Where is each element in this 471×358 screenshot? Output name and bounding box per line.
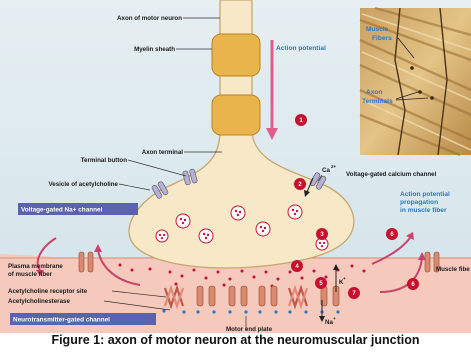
myelin-sheath-2 <box>212 95 260 135</box>
label-propagation-3: in muscle fiber <box>400 207 447 214</box>
label-motor-end-plate: Motor end plate <box>226 326 273 333</box>
label-ca-channel: Voltage-gated calcium channel <box>346 171 437 178</box>
label-propagation-2: propagation <box>400 199 438 206</box>
label-muscle-fiber: Muscle fibe <box>436 266 470 273</box>
label-vesicle: Vesicle of acetylcholine <box>49 181 119 188</box>
svg-text:+: + <box>333 316 336 321</box>
label-propagation-1: Action potential <box>400 191 450 198</box>
label-plasma-1: Plasma membrane <box>8 263 63 270</box>
muscle-fibers-label-1: Muscle <box>366 26 389 33</box>
label-plasma-2: of muscle fiber <box>8 271 53 278</box>
label-nt-channel: Neurotransmitter-gated channel <box>13 317 110 324</box>
figure-caption: Figure 1: axon of motor neuron at the ne… <box>0 333 471 347</box>
label-axon: Axon of motor neuron <box>117 15 182 22</box>
label-myelin: Myelin sheath <box>134 46 175 53</box>
axon-terminals-label-1: Axon <box>366 89 382 96</box>
diagram-canvas: Muscle Fibers Axon Terminals <box>0 0 471 333</box>
label-ache: Acetylcholinesterase <box>8 298 70 305</box>
label-action-potential: Action potential <box>276 45 326 52</box>
label-na-channel: Voltage-gated Na+ channel <box>21 207 103 214</box>
muscle-fibers-label-2: Fibers <box>372 35 392 42</box>
svg-text:Ca: Ca <box>322 167 330 174</box>
svg-text:+: + <box>343 276 346 281</box>
label-terminal-button: Terminal button <box>81 157 128 164</box>
axon-terminals-label-2: Terminals <box>362 98 393 105</box>
label-axon-terminal: Axon terminal <box>142 149 184 156</box>
myelin-sheath-1 <box>212 34 260 76</box>
svg-text:2+: 2+ <box>331 164 337 169</box>
label-ach-receptor: Acetylcholine receptor site <box>8 288 88 295</box>
